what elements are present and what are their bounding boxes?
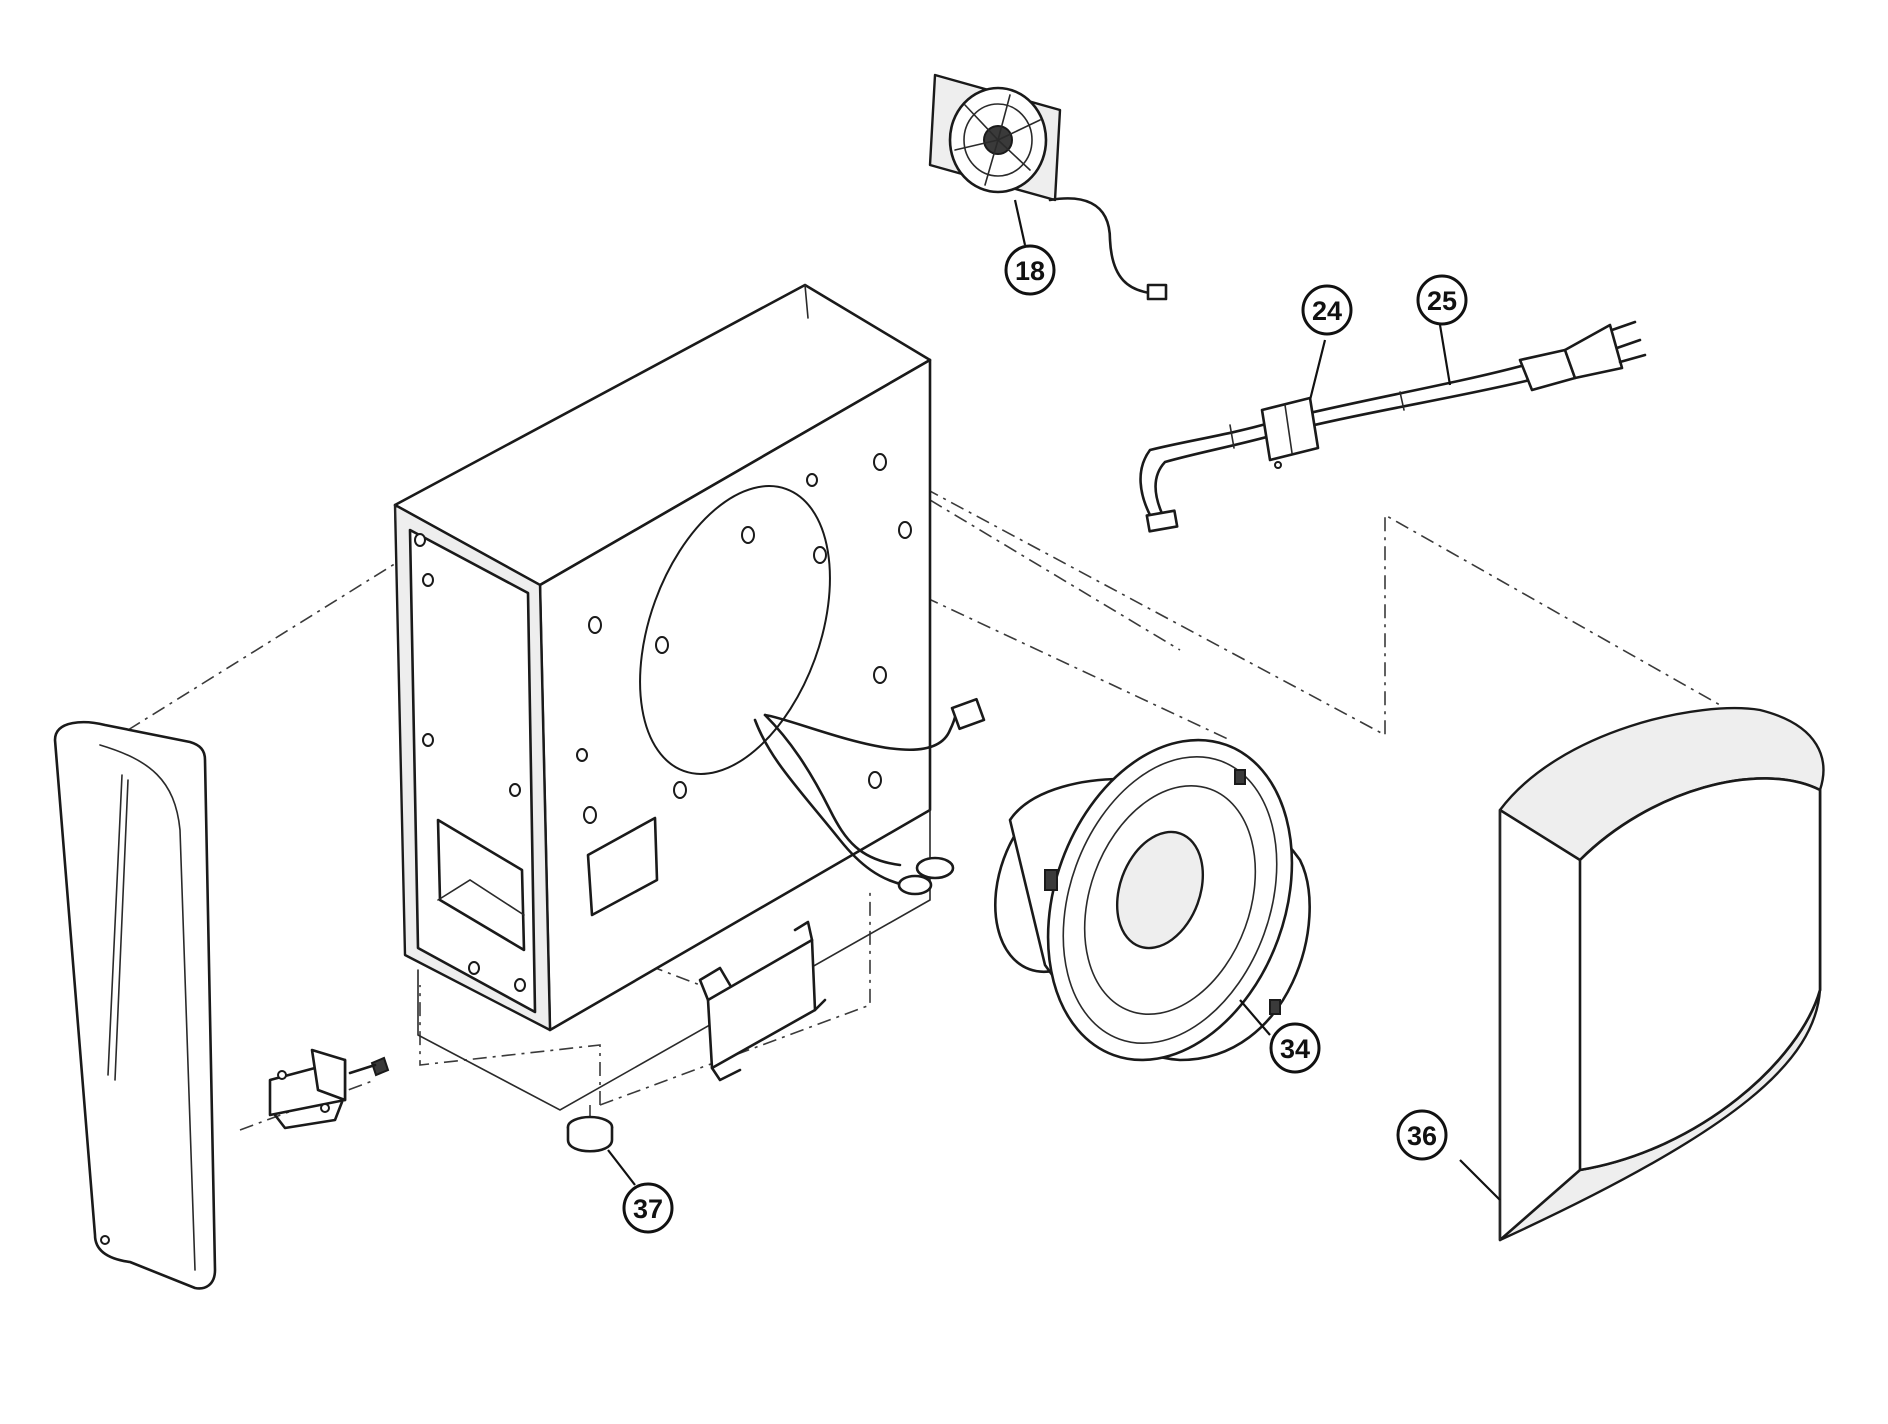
- grille-cover: [1498, 706, 1825, 1242]
- callout-18: 18: [1004, 244, 1056, 296]
- callout-36: 36: [1396, 1109, 1448, 1161]
- foot: [566, 1115, 614, 1153]
- mounting-bracket: [268, 1048, 390, 1130]
- callout-36-label: 36: [1407, 1121, 1437, 1151]
- screw-holes: [414, 453, 912, 992]
- internal-wiring: [753, 697, 986, 896]
- power-cord: [1139, 320, 1647, 533]
- cooling-fan: [928, 73, 1168, 301]
- callout-34-label: 34: [1280, 1034, 1310, 1064]
- speaker-driver: [993, 738, 1311, 1062]
- callout-25-label: 25: [1427, 286, 1457, 316]
- front-panel: [53, 720, 217, 1290]
- callout-24: 24: [1301, 284, 1353, 336]
- callout-25: 25: [1416, 274, 1468, 326]
- speaker-cabinet: [393, 283, 932, 1111]
- callout-37: 37: [622, 1182, 674, 1234]
- callout-18-label: 18: [1015, 256, 1045, 286]
- callout-24-label: 24: [1312, 296, 1342, 326]
- callout-34: 34: [1269, 1022, 1321, 1074]
- terminal-plate: [698, 920, 827, 1082]
- callout-37-label: 37: [633, 1194, 663, 1224]
- fan-blades: [954, 94, 1041, 186]
- callout-leaders: [607, 199, 1501, 1201]
